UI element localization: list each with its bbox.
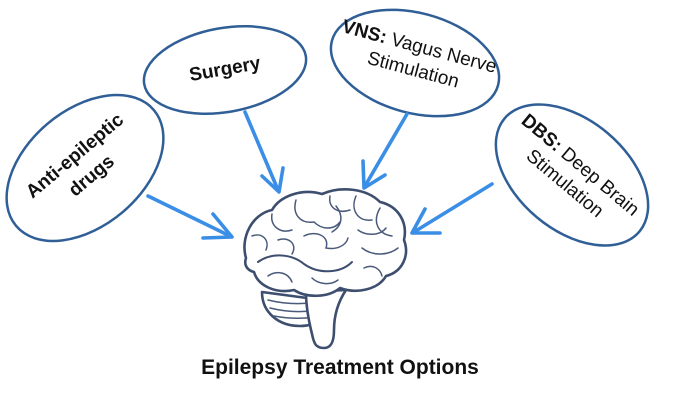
arrow-icon-vns [361,112,409,190]
bubble-surgery: Surgery [142,25,308,115]
arrow-icon-surgery [243,110,285,194]
bubble-dbs: DBS: Deep Brain Stimulation [494,103,650,247]
brain-icon [243,188,408,350]
arrow-icon-drugs [146,194,234,240]
bubble-drugs: Anti-epileptic drugs [5,93,165,243]
arrow-icon-dbs [410,182,494,235]
diagram-caption: Epilepsy Treatment Options [201,356,479,379]
bubble-vns: VNS: Vagus Nerve Stimulation [329,8,501,118]
